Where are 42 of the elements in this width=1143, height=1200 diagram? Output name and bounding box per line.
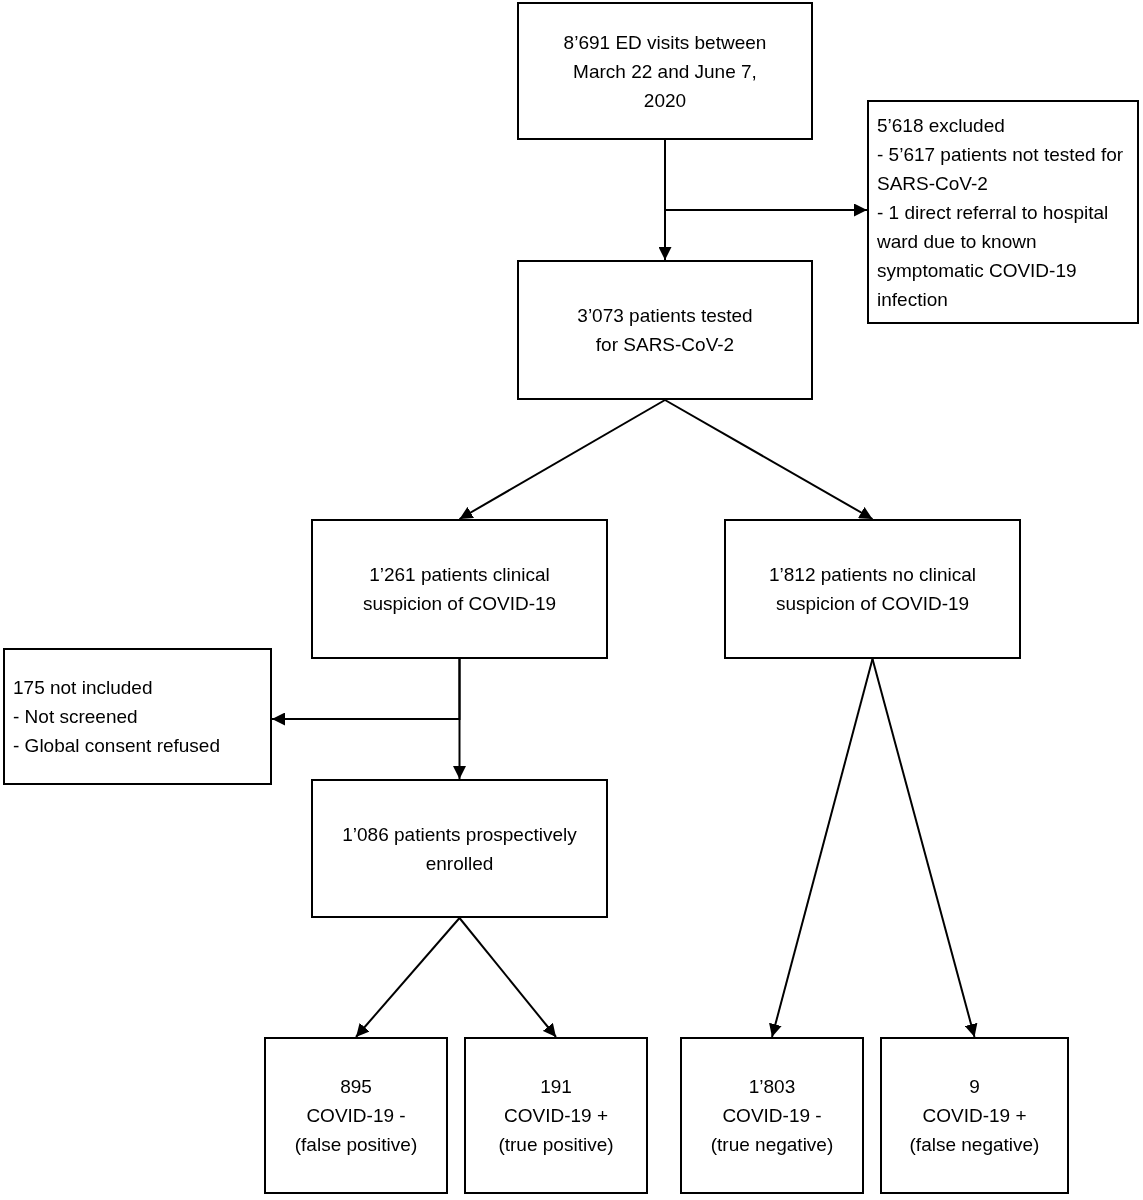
box-text: - Not screened: [13, 705, 138, 729]
arrow: [769, 658, 874, 1038]
flow-box: [311, 519, 608, 659]
flow-box: [517, 260, 813, 400]
box-text: 175 not included: [13, 676, 153, 700]
flow-box: [517, 2, 813, 140]
box-text: - 1 direct referral to hospital ward due to known symptomatic COVID-19 infection: [877, 200, 1110, 312]
box-text: 5’618 excluded: [877, 113, 1005, 138]
box-text: 1’812 patients no clinical suspicion of COVID-19: [768, 563, 977, 616]
box-text: COVID-19 -: [306, 1104, 406, 1128]
arrow: [664, 139, 868, 217]
flow-box: [264, 1037, 448, 1194]
box-text: 191: [540, 1075, 572, 1099]
box-text: 1’086 patients prospectively enrolled: [341, 822, 578, 876]
box-text: 1’803: [748, 1075, 796, 1099]
arrow: [355, 917, 461, 1038]
box-text: COVID-19 +: [922, 1104, 1027, 1128]
flow-box: [464, 1037, 648, 1194]
box-text: 9: [969, 1075, 980, 1099]
arrow: [458, 917, 557, 1038]
box-text: 895: [340, 1075, 372, 1099]
arrow: [271, 658, 461, 726]
box-text: COVID-19 -: [722, 1104, 822, 1128]
box-text: 3’073 patients tested for SARS-CoV-2: [576, 304, 754, 357]
flow-box: [3, 648, 272, 785]
box-text: COVID-19 +: [504, 1104, 608, 1128]
flow-box: [680, 1037, 864, 1194]
box-text: (true positive): [498, 1133, 614, 1157]
flow-box: [867, 100, 1139, 324]
flow-box: [724, 519, 1021, 659]
box-text: (true negative): [710, 1133, 834, 1157]
box-text: - Global consent refused: [13, 734, 220, 758]
arrow: [458, 399, 666, 520]
box-text: (false negative): [909, 1133, 1040, 1157]
flow-box: [311, 779, 608, 918]
box-text: 1’261 patients clinical suspicion of COVID-19: [361, 563, 558, 616]
flow-box: [880, 1037, 1069, 1194]
box-text: 8’691 ED visits between March 22 and June 7, 2020: [562, 30, 768, 113]
box-text: - 5’617 patients not tested for SARS-CoV-2: [877, 142, 1125, 196]
box-text: (false positive): [294, 1133, 418, 1157]
arrow: [871, 658, 978, 1038]
arrow: [664, 399, 874, 520]
